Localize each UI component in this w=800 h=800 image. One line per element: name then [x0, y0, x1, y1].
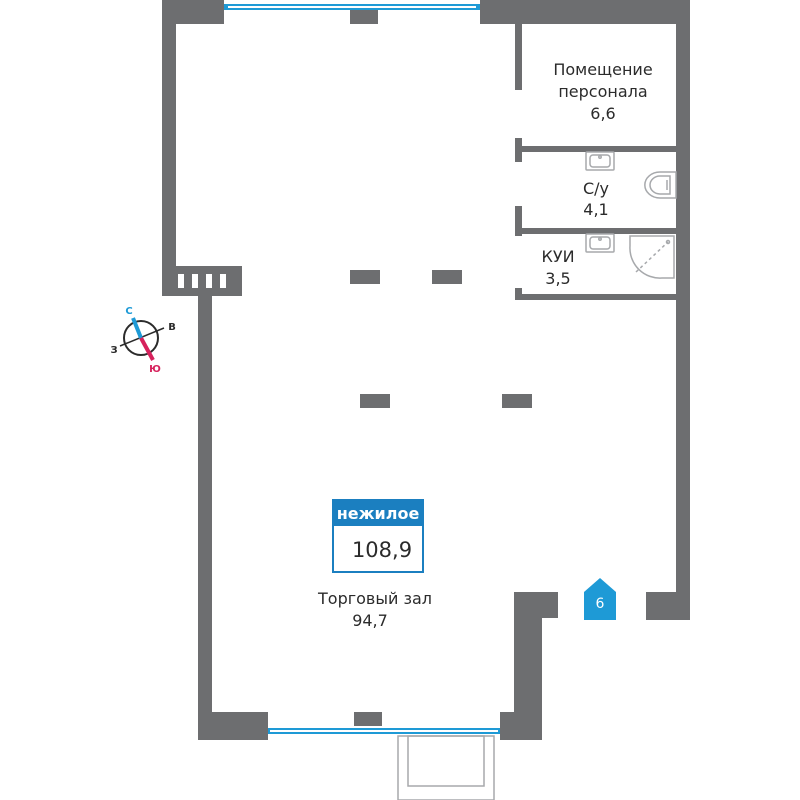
wall-right [676, 0, 690, 620]
room-hall-label: Торговый зал 94,7 [317, 589, 432, 630]
kui-label: КУИ [541, 247, 574, 266]
room-staff-label: Помещение персонала 6,6 [553, 60, 652, 123]
sink-icon [585, 151, 615, 171]
fixtures [585, 151, 677, 279]
wall-left-upper [162, 0, 176, 280]
sink-icon [585, 233, 615, 253]
pillar [360, 394, 390, 408]
wall-left-lower [198, 290, 212, 740]
wall-lobby-top [514, 592, 558, 618]
partition-staff-wc [515, 146, 676, 152]
entrance-steps [397, 735, 495, 800]
wall-top-right [480, 0, 690, 24]
staff-label-line2: персонала [558, 82, 647, 101]
badge-title: нежилое [337, 504, 420, 523]
partition-staff-upper [515, 24, 522, 90]
compass-east: В [168, 322, 176, 333]
entrance-number: 6 [596, 596, 605, 612]
pillar [354, 712, 382, 726]
walls [162, 0, 690, 740]
badge-header [333, 500, 423, 526]
shower-icon [629, 235, 675, 279]
total-area-badge: нежилое 108,9 [332, 499, 424, 573]
kui-area: 3,5 [545, 269, 570, 288]
wc-label: С/у [583, 179, 609, 198]
toilet-icon [644, 171, 677, 199]
pillar [502, 394, 532, 408]
entrance-pentagon-icon [584, 578, 616, 620]
wc-area: 4,1 [583, 200, 608, 219]
pillar [432, 270, 462, 284]
pillar [350, 10, 378, 24]
hall-label: Торговый зал [317, 589, 432, 608]
vent-grille [178, 274, 226, 288]
partition-wc-left [515, 206, 522, 236]
pillar [350, 270, 380, 284]
entrance-marker: 6 [584, 578, 616, 620]
compass-west: З [110, 345, 117, 356]
hall-area: 94,7 [352, 611, 388, 630]
room-kui-label: КУИ 3,5 [541, 247, 574, 288]
partition-kui-bottom [515, 294, 676, 300]
partition-wc-kui [515, 228, 676, 234]
compass-south: Ю [149, 364, 161, 375]
compass-north: С [125, 306, 132, 317]
room-wc-label: С/у 4,1 [583, 179, 609, 219]
badge-total-area: 108,9 [352, 538, 412, 562]
staff-area: 6,6 [590, 104, 615, 123]
wall-right-bottom [646, 592, 690, 620]
windows [224, 4, 500, 734]
pillars [350, 10, 532, 726]
compass-icon: С В З Ю [110, 306, 175, 375]
staff-label-line1: Помещение [553, 60, 652, 79]
wall-bottom-left [198, 712, 268, 740]
